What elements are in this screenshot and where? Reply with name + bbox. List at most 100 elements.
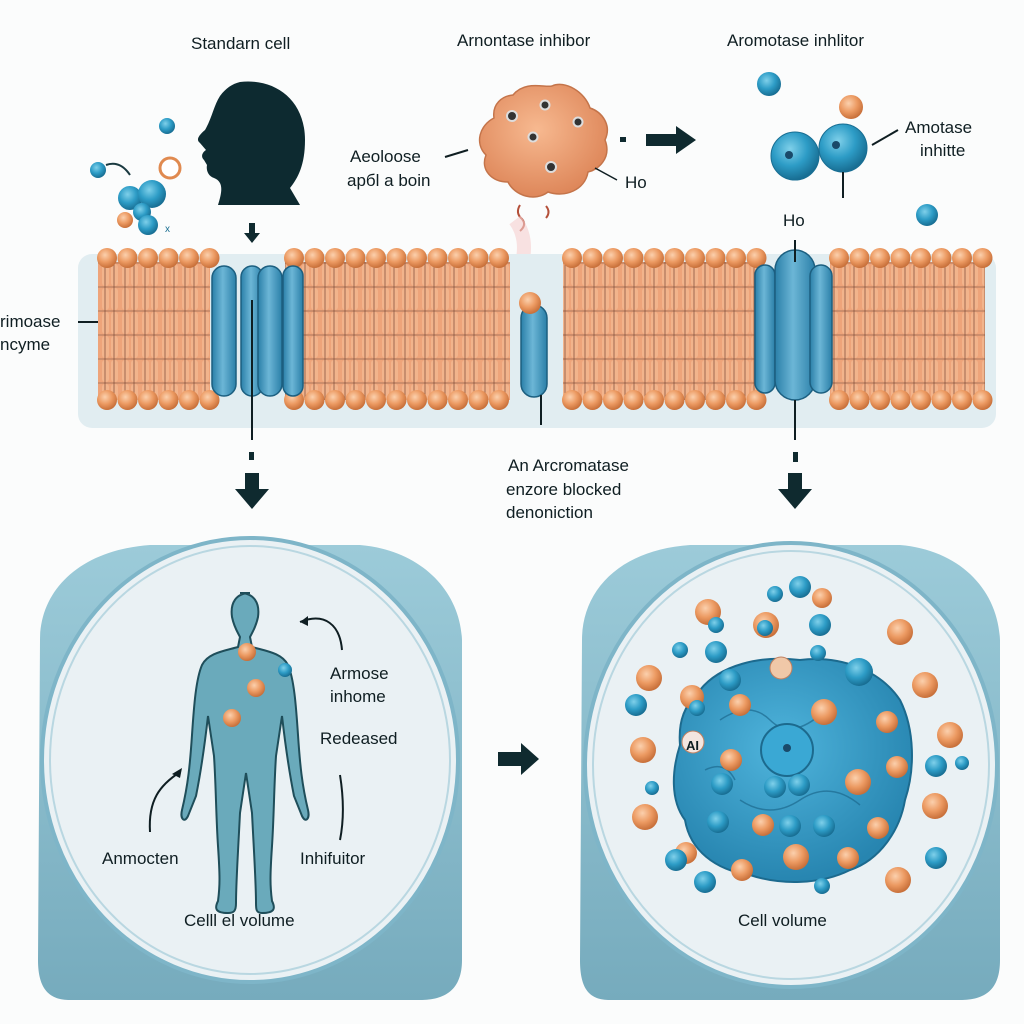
blue-molecule bbox=[625, 694, 647, 716]
lipid-head bbox=[931, 390, 952, 410]
lipid-head bbox=[117, 390, 138, 410]
membrane-protein bbox=[520, 304, 548, 398]
orange-molecule bbox=[630, 737, 656, 763]
label-blocked-line2: enzore blocked bbox=[506, 480, 622, 499]
lipid-head bbox=[158, 390, 179, 410]
dash-mark bbox=[620, 137, 626, 142]
blue-molecule bbox=[278, 663, 292, 677]
lipid-head bbox=[870, 390, 890, 410]
label-ho-top: Ho bbox=[625, 173, 647, 192]
label-aromatase-line1: Aeoloose bbox=[350, 147, 421, 166]
particles bbox=[625, 576, 969, 894]
lipid-head bbox=[468, 390, 489, 410]
blue-molecule bbox=[813, 815, 835, 837]
dash-mark bbox=[249, 452, 254, 460]
lipid-head bbox=[345, 248, 366, 268]
lipid-head bbox=[952, 390, 972, 410]
lipid-head bbox=[664, 390, 685, 410]
blue-molecule bbox=[705, 641, 727, 663]
title-aromatase-inhibitor-center: Arnontase inhibor bbox=[457, 31, 591, 50]
molecule-cluster-right bbox=[757, 72, 938, 226]
bound-molecule bbox=[519, 292, 541, 314]
leader-line bbox=[444, 149, 469, 158]
orange-molecule bbox=[937, 722, 963, 748]
blue-molecule bbox=[779, 815, 801, 837]
orange-molecule bbox=[922, 793, 948, 819]
lipid-head bbox=[829, 248, 849, 268]
label-blocked-line1: An Arcromatase bbox=[508, 456, 629, 475]
orange-molecule bbox=[887, 619, 913, 645]
blue-molecule bbox=[767, 586, 783, 602]
lipid-head bbox=[890, 248, 911, 268]
caption-right: Cell volume bbox=[738, 911, 827, 930]
lipid-head bbox=[138, 390, 158, 410]
orange-molecule bbox=[812, 588, 832, 608]
lipid-segment bbox=[830, 262, 985, 400]
blue-molecule bbox=[645, 781, 659, 795]
orange-molecule bbox=[811, 699, 837, 725]
lipid-head bbox=[284, 248, 304, 268]
lipid-head bbox=[97, 248, 117, 268]
lipid-head bbox=[644, 248, 664, 268]
blue-molecule bbox=[955, 756, 969, 770]
lipid-head bbox=[427, 390, 448, 410]
membrane-protein bbox=[809, 264, 833, 394]
lipid-bilayer bbox=[97, 248, 993, 410]
lipid-head bbox=[582, 390, 603, 410]
blue-molecule bbox=[689, 700, 705, 716]
label-aromatase-line2: aрбl a boin bbox=[347, 171, 431, 190]
lipid-head bbox=[325, 248, 345, 268]
orange-molecule bbox=[632, 804, 658, 830]
lipid-head bbox=[468, 248, 489, 268]
orange-molecule bbox=[837, 847, 859, 869]
orange-molecule bbox=[223, 709, 241, 727]
blue-molecule bbox=[925, 847, 947, 869]
nucleus-tag-ai: AI bbox=[686, 738, 699, 753]
head-silhouette-icon bbox=[197, 81, 305, 205]
blue-molecule bbox=[925, 755, 947, 777]
orange-molecule bbox=[783, 844, 809, 870]
blue-molecule bbox=[757, 620, 773, 636]
blue-molecule bbox=[708, 617, 724, 633]
lipid-head bbox=[427, 248, 448, 268]
lipid-head bbox=[972, 390, 993, 410]
blue-molecule bbox=[694, 871, 716, 893]
orange-molecule bbox=[636, 665, 662, 691]
lipid-head bbox=[97, 390, 117, 410]
human-figure-icon bbox=[180, 592, 310, 915]
lipid-head bbox=[685, 248, 705, 268]
orange-molecule bbox=[885, 867, 911, 893]
membrane-protein bbox=[282, 265, 304, 397]
lipid-head bbox=[726, 390, 746, 410]
title-aromatase-inhibitor-right: Aromotase inhlitor bbox=[727, 31, 865, 50]
orange-molecule bbox=[720, 749, 742, 771]
blue-molecule bbox=[845, 658, 873, 686]
lipid-segment bbox=[285, 262, 510, 400]
lipid-head bbox=[386, 390, 407, 410]
arrow-down-icon bbox=[235, 473, 269, 509]
blue-molecule bbox=[814, 878, 830, 894]
lipid-head bbox=[304, 390, 325, 410]
label-enzyme-line2: ncyme bbox=[0, 335, 51, 354]
tag-marker-ai bbox=[681, 730, 705, 754]
lipid-head bbox=[386, 248, 407, 268]
label-panel-left-top-line1: Armose bbox=[330, 664, 389, 683]
arrow-down-icon bbox=[244, 223, 260, 243]
label-enzyme-line1: rimoase bbox=[0, 312, 61, 331]
membrane-protein bbox=[774, 249, 816, 401]
label-anmocten: Anmocten bbox=[102, 849, 179, 868]
dash-mark bbox=[793, 452, 798, 462]
lipid-head bbox=[489, 390, 509, 410]
lipid-head bbox=[448, 390, 468, 410]
svg-text:x: x bbox=[165, 224, 170, 235]
orange-molecule bbox=[876, 711, 898, 733]
membrane-protein bbox=[754, 264, 776, 394]
lipid-head bbox=[849, 390, 870, 410]
arrow-down-icon bbox=[778, 473, 812, 509]
lipid-head bbox=[664, 248, 685, 268]
membrane-protein bbox=[211, 265, 237, 397]
label-inhibitor-bottom: Inhifuitor bbox=[300, 849, 366, 868]
lipid-head bbox=[117, 248, 138, 268]
panel-cell-view bbox=[580, 541, 1000, 1000]
lipid-head bbox=[562, 390, 582, 410]
